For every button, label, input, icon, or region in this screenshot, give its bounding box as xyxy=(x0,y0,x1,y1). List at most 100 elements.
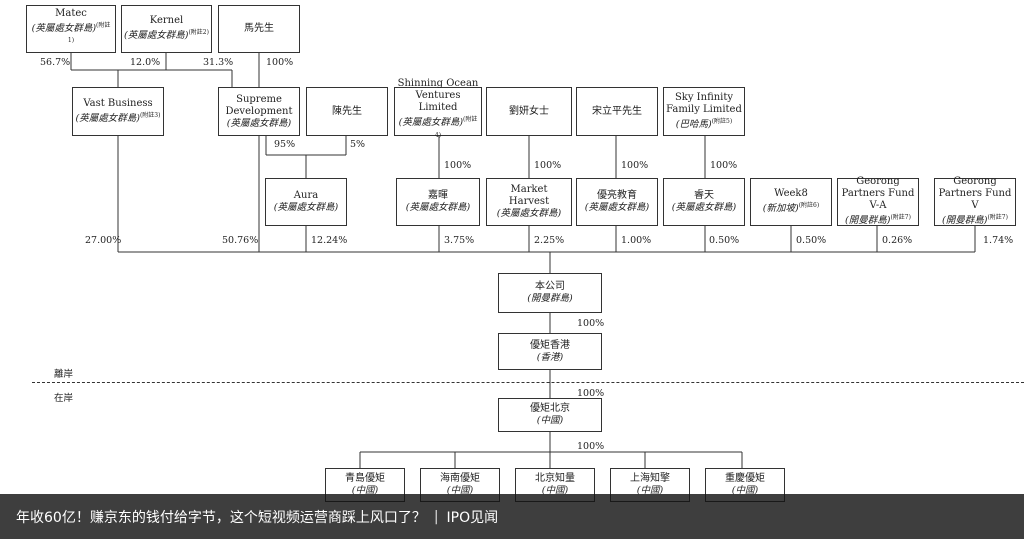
node-aura-sub: (英屬處女群島) xyxy=(273,202,339,213)
node-vast-name: Vast Business xyxy=(83,97,153,109)
node-qingdao-name: 青島優矩 xyxy=(345,473,385,484)
node-shanghai-name: 上海知擎 xyxy=(630,473,670,484)
pct-week8-company: 0.50% xyxy=(796,235,827,246)
node-beijing: 優矩北京 (中國) xyxy=(498,398,602,432)
node-matec: Matec (英屬處女群島)(附註1) xyxy=(26,5,116,53)
node-ma: 馬先生 xyxy=(218,5,300,53)
node-supreme-sub: (英屬處女群島) xyxy=(226,117,292,129)
node-vast-sub: (英屬處女群島) xyxy=(75,113,140,125)
pct-education-company: 1.00% xyxy=(621,235,652,246)
pct-ma-supreme: 100% xyxy=(266,57,294,68)
pct-company-hk: 100% xyxy=(577,318,605,329)
node-market-sub: (英屬處女群島) xyxy=(496,208,562,219)
node-aura: Aura (英屬處女群島) xyxy=(265,178,347,226)
node-kernel-sub: (英屬處女群島) xyxy=(124,30,189,42)
node-market-name: Market Harvest xyxy=(508,184,550,207)
node-kernel-name: Kernel xyxy=(149,15,184,27)
node-sky: Sky Infinity Family Limited (巴哈馬)(附註5) xyxy=(663,87,745,136)
node-hk-sub: (香港) xyxy=(536,351,564,363)
node-week8-name: Week8 xyxy=(774,188,808,200)
node-week8-note: (附註6) xyxy=(798,202,820,210)
pct-shining-jiahui: 100% xyxy=(444,160,472,171)
pct-jiahui-company: 3.75% xyxy=(444,235,475,246)
node-supreme-name: Supreme Development xyxy=(225,93,293,117)
node-jiahui-sub: (英屬處女群島) xyxy=(405,202,471,213)
node-shanghai-sub: (中國) xyxy=(636,485,664,496)
pct-liu-market: 100% xyxy=(534,160,562,171)
pct-geo-a-company: 0.26% xyxy=(882,235,913,246)
node-week8-sub: (新加坡) xyxy=(762,203,799,215)
node-liu: 劉妍女士 xyxy=(486,87,572,136)
node-chongqing-sub: (中國) xyxy=(731,485,759,496)
node-chen-name: 陳先生 xyxy=(332,105,362,117)
node-vast: Vast Business (英屬處女群島)(附註3) xyxy=(72,87,164,136)
node-education-name: 優亮教育 xyxy=(597,190,637,201)
pct-kernel-supreme: 31.3% xyxy=(203,57,234,68)
node-hk: 優矩香港 (香港) xyxy=(498,333,602,370)
node-company-sub: (開曼群島) xyxy=(527,293,573,304)
node-kernel-note: (附註2) xyxy=(188,29,209,37)
node-geo-a: Georong Partners Fund V-A (開曼群島)(附註7) xyxy=(837,176,919,227)
node-qingdao-sub: (中國) xyxy=(351,485,379,496)
node-jiahui-name: 嘉暉 xyxy=(428,190,448,201)
node-song: 宋立平先生 xyxy=(576,87,658,136)
caption-bar: 年收60亿！赚京东的钱付给字节，这个短视频运营商踩上风口了？ | IPO见闻 xyxy=(0,494,1024,539)
pct-chen-aura: 5% xyxy=(350,139,366,150)
node-song-name: 宋立平先生 xyxy=(592,105,642,117)
node-matec-sub: (英屬處女群島) xyxy=(31,23,97,34)
node-hk-name: 優矩香港 xyxy=(530,339,570,351)
node-vast-note: (附註3) xyxy=(139,111,161,119)
node-ruitian-sub: (英屬處女群島) xyxy=(671,202,737,213)
node-supreme: Supreme Development (英屬處女群島) xyxy=(218,87,300,136)
node-ruitian-name: 睿天 xyxy=(694,190,714,201)
pct-matec-vast: 56.7% xyxy=(40,57,71,68)
node-ruitian: 睿天 (英屬處女群島) xyxy=(663,178,745,226)
node-shining-note: (附註4) xyxy=(434,116,478,139)
node-education-sub: (英屬處女群島) xyxy=(584,202,650,213)
node-shining: Shinning Ocean Ventures Limited (英屬處女群島)… xyxy=(394,78,482,139)
node-kernel: Kernel (英屬處女群島)(附註2) xyxy=(121,5,212,53)
node-market: Market Harvest (英屬處女群島) xyxy=(486,178,572,226)
pct-vast-company: 27.00% xyxy=(85,235,122,246)
node-bjzhiliang-name: 北京知量 xyxy=(535,473,575,484)
pct-hk-beijing: 100% xyxy=(577,388,605,399)
pct-supreme-aura: 95% xyxy=(274,139,296,150)
node-geo-v-name: Georong Partners Fund V xyxy=(938,176,1012,212)
node-geo-a-name: Georong Partners Fund V-A xyxy=(841,176,915,212)
node-liu-name: 劉妍女士 xyxy=(509,105,549,117)
node-geo-v: Georong Partners Fund V (開曼群島)(附註7) xyxy=(934,176,1016,227)
node-sky-name: Sky Infinity Family Limited xyxy=(666,91,742,115)
node-hainan-sub: (中國) xyxy=(446,485,474,496)
node-sky-note: (附註5) xyxy=(711,117,733,125)
node-matec-note: (附註1) xyxy=(67,21,111,44)
node-chen: 陳先生 xyxy=(306,87,388,136)
pct-geo-v-company: 1.74% xyxy=(983,235,1014,246)
node-geo-v-sub: (開曼群島) xyxy=(942,215,988,227)
node-company: 本公司 (開曼群島) xyxy=(498,273,602,313)
pct-song-education: 100% xyxy=(621,160,649,171)
pct-kernel-vast: 12.0% xyxy=(130,57,161,68)
node-matec-name: Matec xyxy=(55,7,87,19)
offshore-divider xyxy=(32,382,1024,383)
node-aura-name: Aura xyxy=(293,190,319,201)
pct-supreme-company: 50.76% xyxy=(222,235,259,246)
node-ma-name: 馬先生 xyxy=(244,23,274,34)
node-sky-sub: (巴哈馬) xyxy=(675,119,712,131)
node-education: 優亮教育 (英屬處女群島) xyxy=(576,178,658,226)
pct-beijing-subs: 100% xyxy=(577,441,605,452)
caption-separator: | xyxy=(433,508,439,525)
node-hainan-name: 海南優矩 xyxy=(440,473,480,484)
caption-source: IPO见闻 xyxy=(446,509,499,526)
pct-aura-company: 12.24% xyxy=(311,235,348,246)
node-week8: Week8 (新加坡)(附註6) xyxy=(750,178,832,226)
node-geo-a-note: (附註7) xyxy=(890,214,911,222)
node-jiahui: 嘉暉 (英屬處女群島) xyxy=(396,178,480,226)
pct-ruitian-company: 0.50% xyxy=(709,235,740,246)
node-beijing-sub: (中國) xyxy=(536,415,564,426)
node-shining-sub: (英屬處女群島) xyxy=(398,117,464,129)
node-company-name: 本公司 xyxy=(535,281,565,292)
node-shining-name: Shinning Ocean Ventures Limited xyxy=(397,78,479,114)
caption-headline: 年收60亿！赚京东的钱付给字节，这个短视频运营商踩上风口了？ xyxy=(16,509,426,526)
